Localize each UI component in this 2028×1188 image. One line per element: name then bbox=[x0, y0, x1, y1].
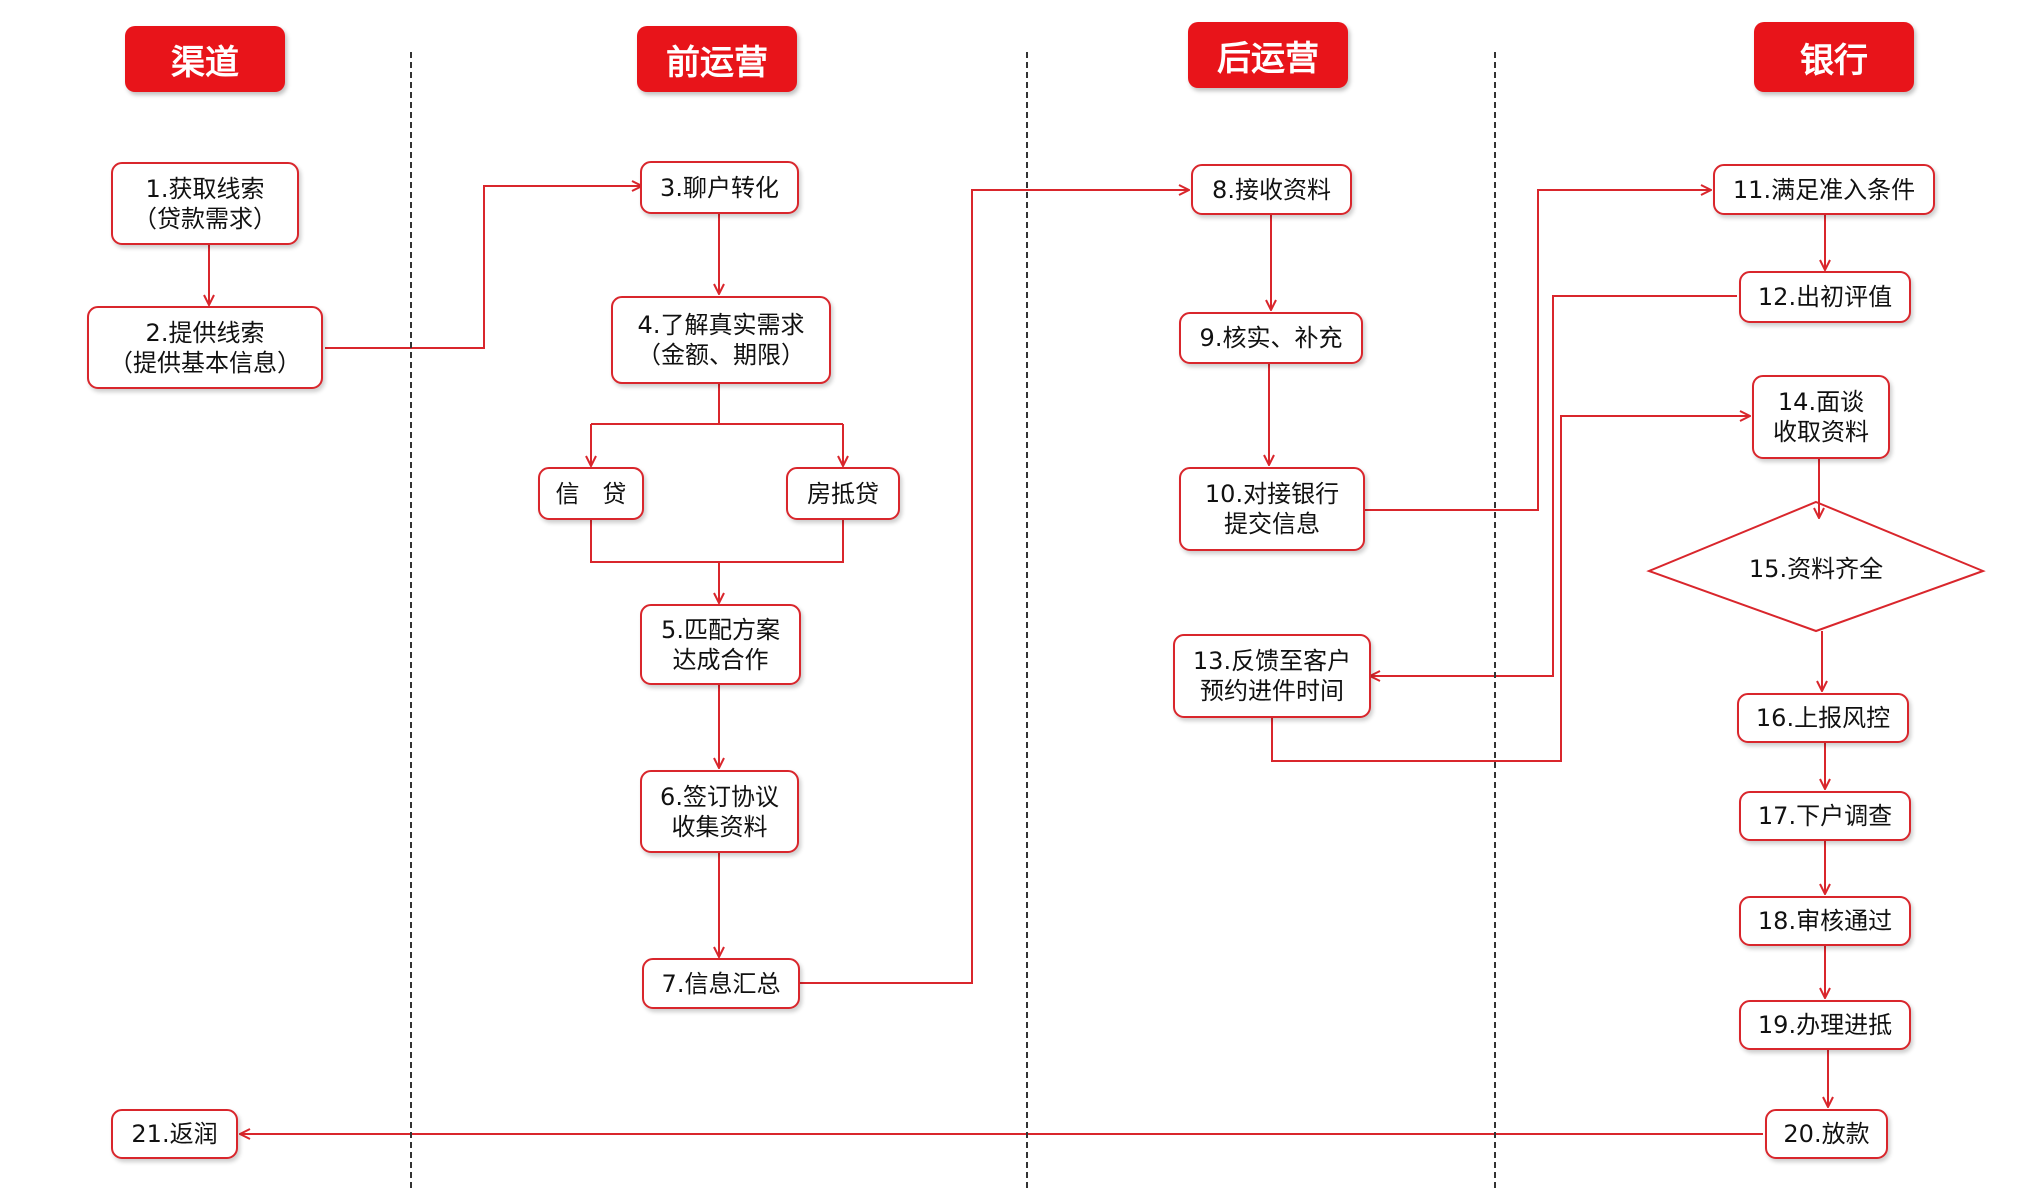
connector-s12-s13 bbox=[1370, 295, 1737, 676]
step-13-feedback-customer: 13.反馈至客户 预约进件时间 bbox=[1173, 634, 1371, 718]
step-19-mortgage-registration: 19.办理进抵 bbox=[1739, 1000, 1911, 1050]
step-4-line1: 4.了解真实需求 bbox=[637, 311, 805, 339]
step-14-interview: 14.面谈 收取资料 bbox=[1752, 375, 1890, 459]
step-8-receive-documents: 8.接收资料 bbox=[1191, 164, 1352, 215]
option-mortgage-loan: 房抵贷 bbox=[786, 467, 900, 520]
step-18-approved: 18.审核通过 bbox=[1739, 896, 1911, 946]
step-5-match-plan: 5.匹配方案 达成合作 bbox=[640, 604, 801, 685]
step-6-line1: 6.签订协议 bbox=[660, 782, 779, 811]
step-6-sign-agreement: 6.签订协议 收集资料 bbox=[640, 770, 799, 853]
step-4-understand-needs: 4.了解真实需求 （金额、期限） bbox=[611, 296, 831, 384]
step-5-line1: 5.匹配方案 bbox=[661, 615, 780, 644]
step-16-line1: 16.上报风控 bbox=[1755, 704, 1891, 732]
step-1-line2: （贷款需求） bbox=[133, 204, 277, 233]
connector-s4-split bbox=[591, 384, 843, 425]
lane-header-front-ops: 前运营 bbox=[637, 26, 797, 92]
step-10-line1: 10.对接银行 bbox=[1204, 480, 1340, 508]
step-13-line2: 预约进件时间 bbox=[1200, 677, 1344, 705]
lane-header-back-ops: 后运营 bbox=[1188, 22, 1348, 88]
step-11-meet-criteria: 11.满足准入条件 bbox=[1713, 164, 1935, 215]
lane-header-channel: 渠道 bbox=[125, 26, 285, 92]
option-mortgage-label: 房抵贷 bbox=[807, 479, 879, 508]
step-10-connect-bank: 10.对接银行 提交信息 bbox=[1179, 467, 1365, 551]
lane-divider-2 bbox=[1026, 52, 1028, 1188]
step-3-line1: 3.聊户转化 bbox=[660, 173, 779, 202]
step-13-line1: 13.反馈至客户 bbox=[1192, 647, 1352, 675]
step-14-line2: 收取资料 bbox=[1773, 418, 1869, 446]
step-10-line2: 提交信息 bbox=[1224, 510, 1320, 538]
step-17-site-investigation: 17.下户调查 bbox=[1739, 791, 1911, 841]
step-9-verify-supplement: 9.核实、补充 bbox=[1179, 312, 1363, 364]
step-6-line2: 收集资料 bbox=[671, 812, 768, 841]
step-17-line1: 17.下户调查 bbox=[1757, 802, 1893, 830]
lane-divider-1 bbox=[410, 52, 412, 1188]
option-credit-label: 信 贷 bbox=[555, 479, 627, 508]
step-18-line1: 18.审核通过 bbox=[1757, 907, 1893, 935]
step-2-line2: （提供基本信息） bbox=[109, 348, 301, 377]
option-credit-loan: 信 贷 bbox=[538, 467, 644, 520]
step-3-conversion: 3.聊户转化 bbox=[640, 161, 799, 214]
step-7-line1: 7.信息汇总 bbox=[661, 969, 781, 998]
step-14-line1: 14.面谈 bbox=[1777, 388, 1865, 416]
step-12-line1: 12.出初评值 bbox=[1757, 283, 1893, 311]
step-12-initial-valuation: 12.出初评值 bbox=[1739, 271, 1911, 323]
step-20-line1: 20.放款 bbox=[1783, 1120, 1870, 1148]
lane-header-bank: 银行 bbox=[1754, 22, 1914, 92]
step-20-loan-disbursement: 20.放款 bbox=[1765, 1109, 1888, 1159]
step-1-get-leads: 1.获取线索 （贷款需求） bbox=[111, 162, 299, 245]
step-19-line1: 19.办理进抵 bbox=[1757, 1011, 1893, 1039]
step-4-line2: （金额、期限） bbox=[637, 341, 805, 369]
step-7-info-summary: 7.信息汇总 bbox=[642, 958, 800, 1009]
decision-diamond-s15 bbox=[1646, 500, 1986, 633]
connector-s13-s14 bbox=[1271, 416, 1750, 762]
step-15-documents-complete: 15.资料齐全 bbox=[1748, 555, 1884, 583]
step-2-line1: 2.提供线索 bbox=[145, 318, 265, 347]
step-11-line1: 11.满足准入条件 bbox=[1732, 175, 1916, 204]
connector-merge bbox=[590, 520, 844, 603]
lane-divider-3 bbox=[1494, 52, 1496, 1188]
step-21-rebate: 21.返润 bbox=[111, 1109, 238, 1159]
step-9-line1: 9.核实、补充 bbox=[1199, 324, 1343, 352]
step-2-provide-leads: 2.提供线索 （提供基本信息） bbox=[87, 306, 323, 389]
step-5-line2: 达成合作 bbox=[672, 645, 769, 674]
connector-s2-s3 bbox=[325, 186, 642, 349]
connector-s10-s11 bbox=[1363, 190, 1711, 511]
step-8-line1: 8.接收资料 bbox=[1212, 175, 1331, 204]
step-21-line1: 21.返润 bbox=[131, 1120, 218, 1148]
step-1-line1: 1.获取线索 bbox=[145, 174, 265, 203]
step-16-risk-control: 16.上报风控 bbox=[1737, 693, 1909, 743]
connector-s7-s8 bbox=[800, 190, 1189, 984]
